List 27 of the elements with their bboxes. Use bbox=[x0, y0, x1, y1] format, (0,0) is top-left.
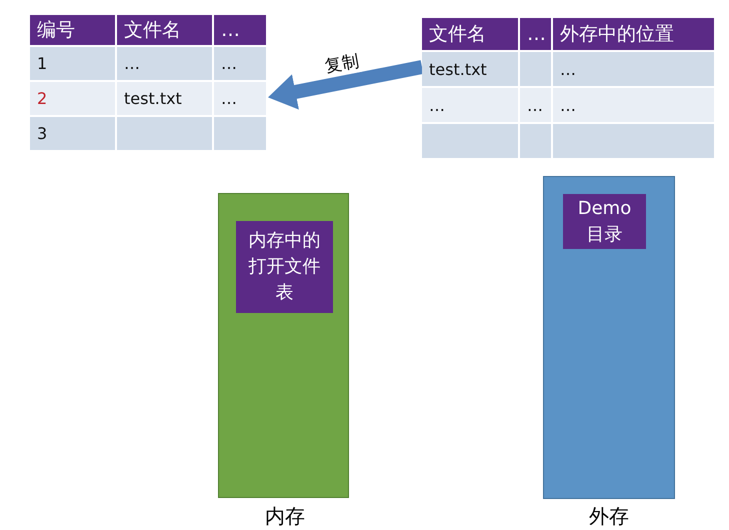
table-cell: … bbox=[422, 88, 518, 122]
table-cell: … bbox=[214, 47, 266, 80]
block-arrow bbox=[268, 60, 424, 110]
data-table bbox=[422, 18, 714, 158]
data-table bbox=[30, 15, 266, 150]
label-box: Demo 目录 bbox=[563, 194, 646, 249]
table-cell: 3 bbox=[30, 117, 115, 150]
label-box: 内存中的打开文件表 bbox=[236, 221, 333, 313]
table-header-cell: 外存中的位置 bbox=[553, 18, 714, 50]
memory-label: 外存 bbox=[589, 503, 629, 530]
table-cell: … bbox=[214, 82, 266, 115]
table-cell: … bbox=[553, 88, 714, 122]
table-header-cell: … bbox=[520, 18, 551, 50]
table-cell: test.txt bbox=[117, 82, 212, 115]
table-header-cell: 文件名 bbox=[422, 18, 518, 50]
table-header-cell: 编号 bbox=[30, 15, 115, 45]
table-header-cell: … bbox=[214, 15, 266, 45]
table-header-cell: 文件名 bbox=[117, 15, 212, 45]
storage-bar bbox=[218, 193, 349, 498]
table-cell: test.txt bbox=[422, 52, 518, 86]
table-cell: … bbox=[553, 52, 714, 86]
storage-bar bbox=[543, 176, 675, 499]
table-cell: … bbox=[117, 47, 212, 80]
table-cell: 2 bbox=[30, 82, 115, 115]
table-cell: 1 bbox=[30, 47, 115, 80]
table-cell: … bbox=[520, 88, 551, 122]
memory-label: 内存 bbox=[265, 503, 305, 530]
